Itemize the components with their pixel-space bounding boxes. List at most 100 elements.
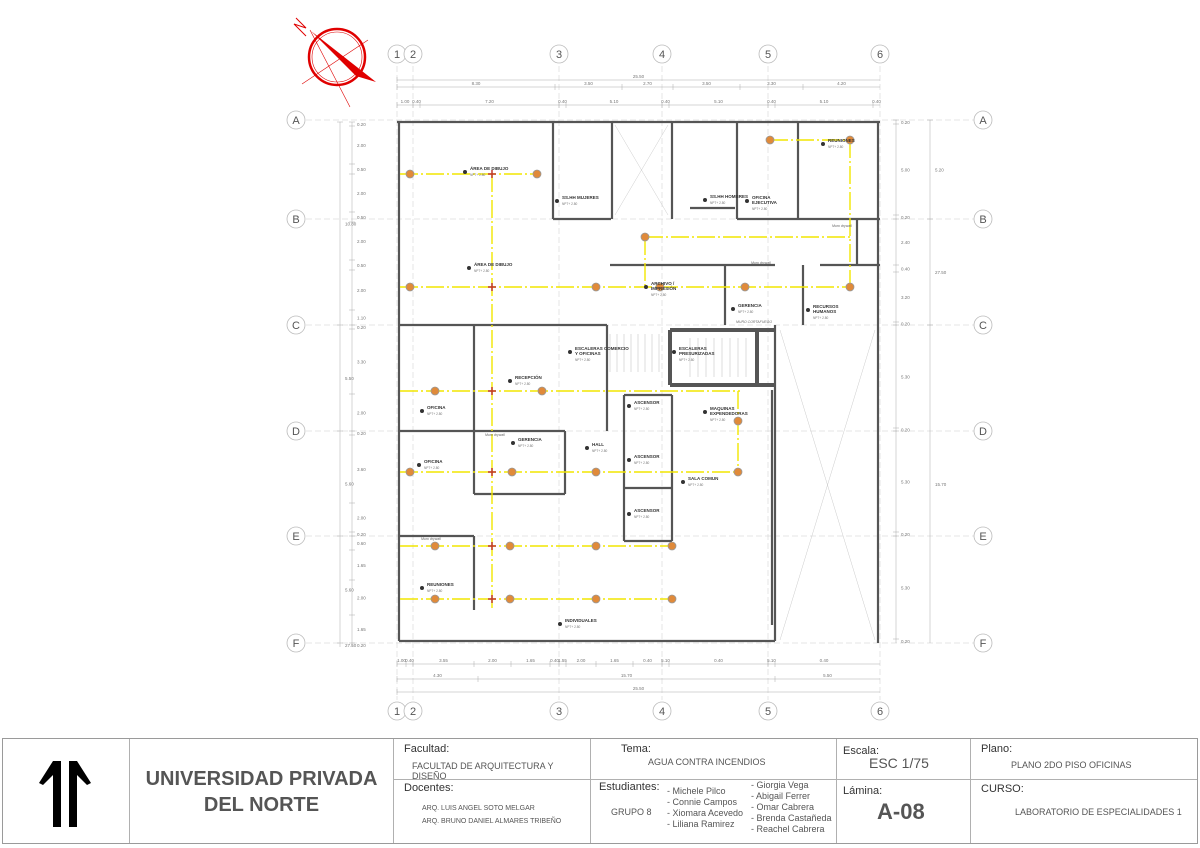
- dimension-label: 1.65: [357, 563, 366, 568]
- room-level: NPT+ 2.80: [565, 625, 581, 629]
- grid-bubble: [286, 421, 306, 441]
- lamina-label: Lámina:: [843, 785, 883, 797]
- room-tag-icon: [672, 350, 676, 354]
- dimension-label: 5.30: [901, 480, 910, 485]
- dimension-label: 0.60: [357, 541, 366, 546]
- grid-bubble-label: B: [292, 214, 299, 226]
- grid-bubble-label: 2: [410, 49, 416, 61]
- room-level: NPT+ 2.80: [634, 515, 650, 519]
- shaft-diagonal: [614, 124, 669, 216]
- grid-bubble-label: E: [979, 531, 986, 543]
- facultad-label: Facultad:: [404, 743, 450, 755]
- sprinkler-icon: [430, 594, 440, 604]
- grid-bubble-label: 3: [556, 49, 562, 61]
- room-tag-icon: [703, 198, 707, 202]
- grid-bubble-label: A: [979, 115, 987, 127]
- sprinkler-icon: [733, 416, 743, 426]
- estudiantes-label: Estudiantes:: [599, 781, 660, 793]
- grid-bubble-label: C: [292, 320, 300, 332]
- grid-bubble-label: 3: [556, 706, 562, 718]
- room-level: NPT+ 2.80: [710, 418, 726, 422]
- students-col-2: - Giorgia Vega - Abigail Ferrer - Omar C…: [751, 780, 832, 835]
- dimension-label: 1.00: [401, 99, 410, 104]
- room-name: MAQUINAS: [710, 406, 735, 411]
- plano-curso-cell: Plano: PLANO 2DO PISO OFICINAS CURSO: LA…: [971, 739, 1197, 843]
- sprinkler-icon: [505, 541, 515, 551]
- room-level: NPT+ 2.80: [752, 207, 768, 211]
- student: - Liliana Ramirez: [667, 819, 735, 829]
- room-level: NPT+ 2.80: [813, 316, 829, 320]
- room-level: NPT+ 2.80: [562, 202, 578, 206]
- sprinkler-icon: [640, 232, 650, 242]
- sprinkler-icon: [740, 282, 750, 292]
- tema-value: AGUA CONTRA INCENDIOS: [648, 757, 766, 767]
- student: - Abigail Ferrer: [751, 791, 811, 801]
- room-name: ASCENSOR: [634, 508, 660, 513]
- room-name: OFICINA: [427, 405, 446, 410]
- grid-bubble-label: 4: [659, 706, 665, 718]
- plano-label: Plano:: [981, 743, 1013, 755]
- room-name: HUMANOS: [813, 309, 836, 314]
- dimension-label: 0.20: [357, 325, 366, 330]
- pipe-tee-icon: [488, 595, 496, 603]
- docente-1: ARQ. LUIS ANGEL SOTO MELGAR: [422, 805, 535, 812]
- tema-label: Tema:: [621, 743, 651, 755]
- grid-bubble: [652, 44, 672, 64]
- dimension-label: 5.50: [823, 673, 832, 678]
- dimension-label: 27.50: [935, 270, 947, 275]
- sprinkler-icon: [507, 467, 517, 477]
- dimension-label: 0.40: [661, 99, 670, 104]
- grid-bubble-label: 6: [877, 706, 883, 718]
- facultad-value: FACULTAD DE ARQUITECTURA Y DISEÑO: [412, 761, 554, 781]
- room-name: RECURSOS: [813, 304, 839, 309]
- room-name: OFICINA: [752, 195, 771, 200]
- dimension-label: 0.40: [820, 658, 829, 663]
- grid-bubble-label: 4: [659, 49, 665, 61]
- room-level: NPT+ 2.80: [651, 293, 667, 297]
- room-level: NPT+ 2.80: [592, 449, 608, 453]
- grid-bubble: [758, 701, 778, 721]
- dimension-label: 3.60: [357, 467, 366, 472]
- grid-bubble: [870, 701, 890, 721]
- university-cell: UNIVERSIDAD PRIVADA DEL NORTE: [130, 739, 394, 843]
- dimension-label: 1.65: [357, 627, 366, 632]
- grid-bubble-label: 2: [410, 706, 416, 718]
- room-tag-icon: [821, 142, 825, 146]
- room-level: NPT+ 2.80: [470, 173, 486, 177]
- room-tag-icon: [627, 512, 631, 516]
- dimension-label: 2.00: [357, 191, 366, 196]
- grid-bubble-label: D: [979, 426, 987, 438]
- dimension-label: 0.20: [357, 431, 366, 436]
- dimension-label: 1.00: [397, 658, 406, 663]
- sprinkler-icon: [591, 282, 601, 292]
- room-tag-icon: [511, 441, 515, 445]
- university-name-line2: DEL NORTE: [203, 794, 320, 816]
- dimension-label: 2.00: [357, 516, 366, 521]
- dimension-label: 25.50: [633, 686, 645, 691]
- dimension-label: 5.30: [901, 586, 910, 591]
- wall-note: Muro drywall: [751, 261, 771, 265]
- grid-bubble: [973, 526, 993, 546]
- room-level: NPT+ 2.80: [634, 461, 650, 465]
- room-tag-icon: [417, 463, 421, 467]
- dimension-label: 0.20: [357, 532, 366, 537]
- student: - Reachel Cabrera: [751, 824, 825, 834]
- grid-bubble-label: 5: [765, 49, 771, 61]
- dimension-label: 0.40: [767, 99, 776, 104]
- wall-note: MURO CORTAFUEGO: [736, 320, 772, 324]
- sprinkler-icon: [532, 169, 542, 179]
- dimension-label: 0.20: [901, 322, 910, 327]
- dimension-label: 5.10: [661, 658, 670, 663]
- dimension-label: 2.40: [901, 240, 910, 245]
- room-name: Y OFICINAS: [575, 351, 601, 356]
- pipe-tee-icon: [488, 170, 496, 178]
- escala-lamina-cell: Escala: ESC 1/75 Lámina: A-08: [837, 739, 971, 843]
- sprinkler-icon: [667, 594, 677, 604]
- dimension-label: 2.00: [357, 596, 366, 601]
- dimension-label: 3.30: [357, 360, 366, 365]
- dimension-label: 2.00: [488, 658, 497, 663]
- plano-value: PLANO 2DO PISO OFICINAS: [1011, 760, 1132, 770]
